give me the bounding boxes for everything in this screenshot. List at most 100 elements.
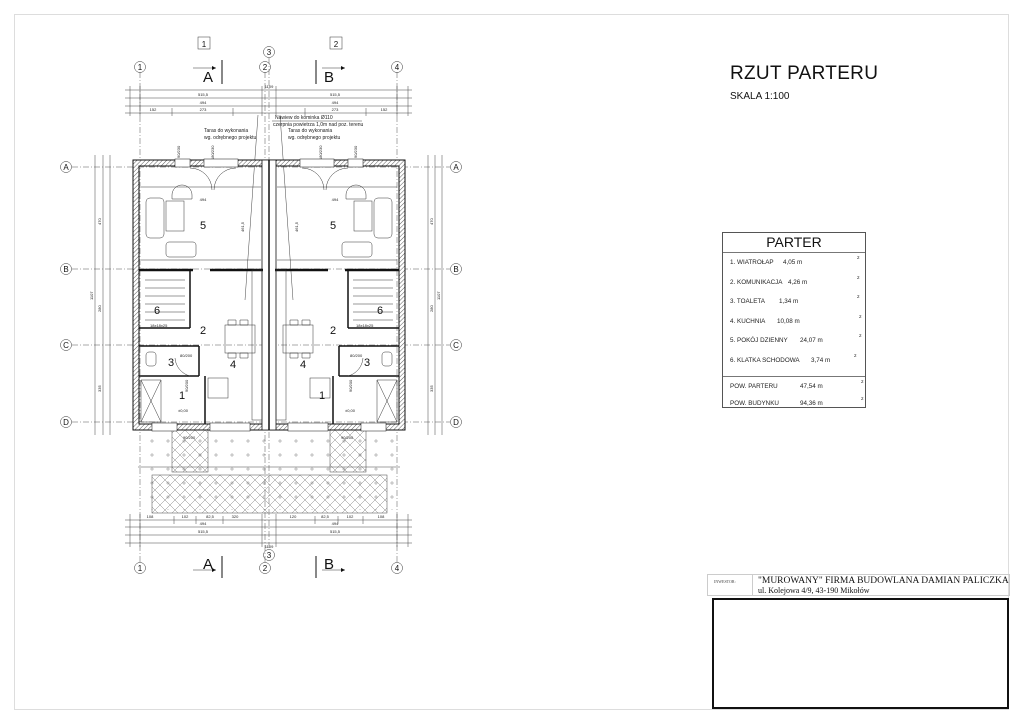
svg-text:120: 120 — [290, 514, 297, 519]
svg-text:494: 494 — [200, 197, 207, 202]
plan-annotations: 18x18x25 18x18x25 80/200 80/200 90/200 9… — [150, 197, 374, 440]
svg-text:102: 102 — [347, 514, 354, 519]
svg-text:461,5: 461,5 — [294, 221, 299, 232]
svg-text:Taras do wykonania: Taras do wykonania — [288, 128, 332, 134]
area-unit: 2 — [857, 255, 860, 260]
total-name: POW. PARTERU — [730, 383, 778, 390]
dimensions-right: 1107 470 280 335 — [427, 155, 443, 435]
svg-text:335: 335 — [429, 385, 434, 392]
svg-text:4: 4 — [300, 359, 306, 371]
svg-text:494: 494 — [200, 100, 207, 105]
dimensions-left: 1107 470 280 335 — [89, 155, 111, 435]
svg-text:180/230: 180/230 — [210, 145, 215, 160]
table-header: PARTER — [723, 233, 865, 253]
svg-text:461,5: 461,5 — [240, 221, 245, 232]
room-name: 4. KUCHNIA — [730, 317, 766, 325]
svg-text:1107: 1107 — [436, 291, 441, 300]
svg-text:3: 3 — [267, 551, 272, 560]
dimensions-bottom: 108 102 82,5 320 120 82,5 102 108 494 49… — [125, 514, 412, 549]
room-name: 1. WIATROŁAP — [730, 259, 774, 266]
svg-text:3: 3 — [267, 48, 272, 57]
room-name: 6. KLATKA SCHODOWA — [730, 356, 800, 364]
axis-bubbles-y-right: A B C D — [450, 161, 462, 428]
svg-text:180/230: 180/230 — [318, 145, 323, 160]
svg-text:1: 1 — [179, 390, 185, 402]
svg-text:108: 108 — [378, 514, 385, 519]
svg-text:6: 6 — [377, 305, 383, 317]
svg-text:90/200: 90/200 — [184, 379, 189, 392]
investor-name: "MUROWANY" FIRMA BUDOWLANA DAMIAN PALICZ… — [758, 576, 1009, 586]
table-row: 6. KLATKA SCHODOWA 3,74 m 2 — [723, 351, 865, 371]
svg-text:B: B — [453, 265, 458, 274]
svg-text:494: 494 — [332, 100, 339, 105]
building-walls — [132, 158, 406, 432]
svg-text:A: A — [453, 163, 459, 172]
svg-text:4: 4 — [395, 63, 400, 72]
svg-text:3: 3 — [168, 357, 174, 369]
investor-block: INWESTOR: "MUROWANY" FIRMA BUDOWLANA DAM… — [707, 574, 1010, 596]
sheet-scale: SKALA 1:100 — [730, 91, 790, 102]
svg-text:152: 152 — [150, 107, 157, 112]
svg-text:B: B — [324, 69, 334, 86]
svg-text:1: 1 — [138, 63, 143, 72]
svg-text:4: 4 — [230, 359, 236, 371]
room-labels-left: 5 6 2 3 4 1 — [154, 220, 236, 402]
area-unit: 2 — [854, 352, 857, 358]
terrace-note-left: Taras do wykonania wg. odrębnego projekt… — [204, 128, 256, 141]
terrace-note-right: Taras do wykonania wg. odrębnego projekt… — [288, 128, 340, 141]
total-name: POW. BUDYNKU — [730, 400, 779, 407]
svg-text:515,5: 515,5 — [198, 529, 209, 534]
room-name: 3. TOALETA — [730, 298, 765, 305]
svg-text:320: 320 — [232, 514, 239, 519]
sheet-title: RZUT PARTERU — [730, 63, 879, 84]
room-area: 24,07 m — [800, 337, 823, 344]
section-mark-b-bottom: B — [315, 556, 345, 578]
svg-text:280: 280 — [429, 305, 434, 312]
svg-text:1109: 1109 — [265, 544, 274, 549]
svg-text:102: 102 — [182, 514, 189, 519]
svg-text:A: A — [203, 69, 213, 86]
svg-text:470: 470 — [429, 218, 434, 225]
svg-text:470: 470 — [97, 218, 102, 225]
axis-bubbles-y-left: A B C D — [60, 161, 72, 428]
section-mark-a-bottom: A — [193, 556, 223, 578]
room-area: 4,05 m — [783, 259, 803, 266]
area-unit: 2 — [859, 313, 862, 319]
svg-text:494: 494 — [332, 197, 339, 202]
svg-text:80/200: 80/200 — [180, 353, 193, 358]
svg-text:273: 273 — [200, 107, 207, 112]
svg-text:515,5: 515,5 — [330, 92, 341, 97]
svg-text:80/200: 80/200 — [350, 353, 363, 358]
sheet-frame — [14, 14, 1009, 710]
total-area: 47,54 m — [800, 383, 823, 390]
title-block-box — [712, 598, 1009, 709]
furniture — [140, 167, 398, 423]
svg-text:D: D — [453, 418, 459, 427]
room-area: 3,74 m — [811, 356, 831, 364]
svg-text:90/200: 90/200 — [183, 435, 196, 440]
area-unit: 2 — [857, 274, 860, 280]
svg-text:2: 2 — [263, 564, 268, 573]
room-area: 4,26 m — [788, 278, 808, 286]
svg-text:90/200: 90/200 — [341, 435, 354, 440]
svg-text:B: B — [324, 556, 334, 573]
room-area: 10,08 m — [777, 317, 800, 325]
svg-text:18x18x25: 18x18x25 — [356, 323, 374, 328]
svg-text:5: 5 — [200, 220, 206, 232]
svg-text:4: 4 — [395, 564, 400, 573]
room-name: 5. POKÓJ DZIENNY — [730, 337, 788, 344]
svg-text:wg. odrębnego projektu: wg. odrębnego projektu — [288, 135, 340, 141]
svg-text:1: 1 — [202, 40, 207, 49]
svg-text:1: 1 — [138, 564, 143, 573]
svg-text:82,5: 82,5 — [206, 514, 215, 519]
area-unit: 2 — [861, 379, 864, 384]
svg-text:A: A — [63, 163, 69, 172]
svg-text:335: 335 — [97, 385, 102, 392]
svg-text:czerpnia powietrza 1,0m nad po: czerpnia powietrza 1,0m nad poz. terenu — [273, 122, 364, 128]
svg-text:3: 3 — [364, 357, 370, 369]
